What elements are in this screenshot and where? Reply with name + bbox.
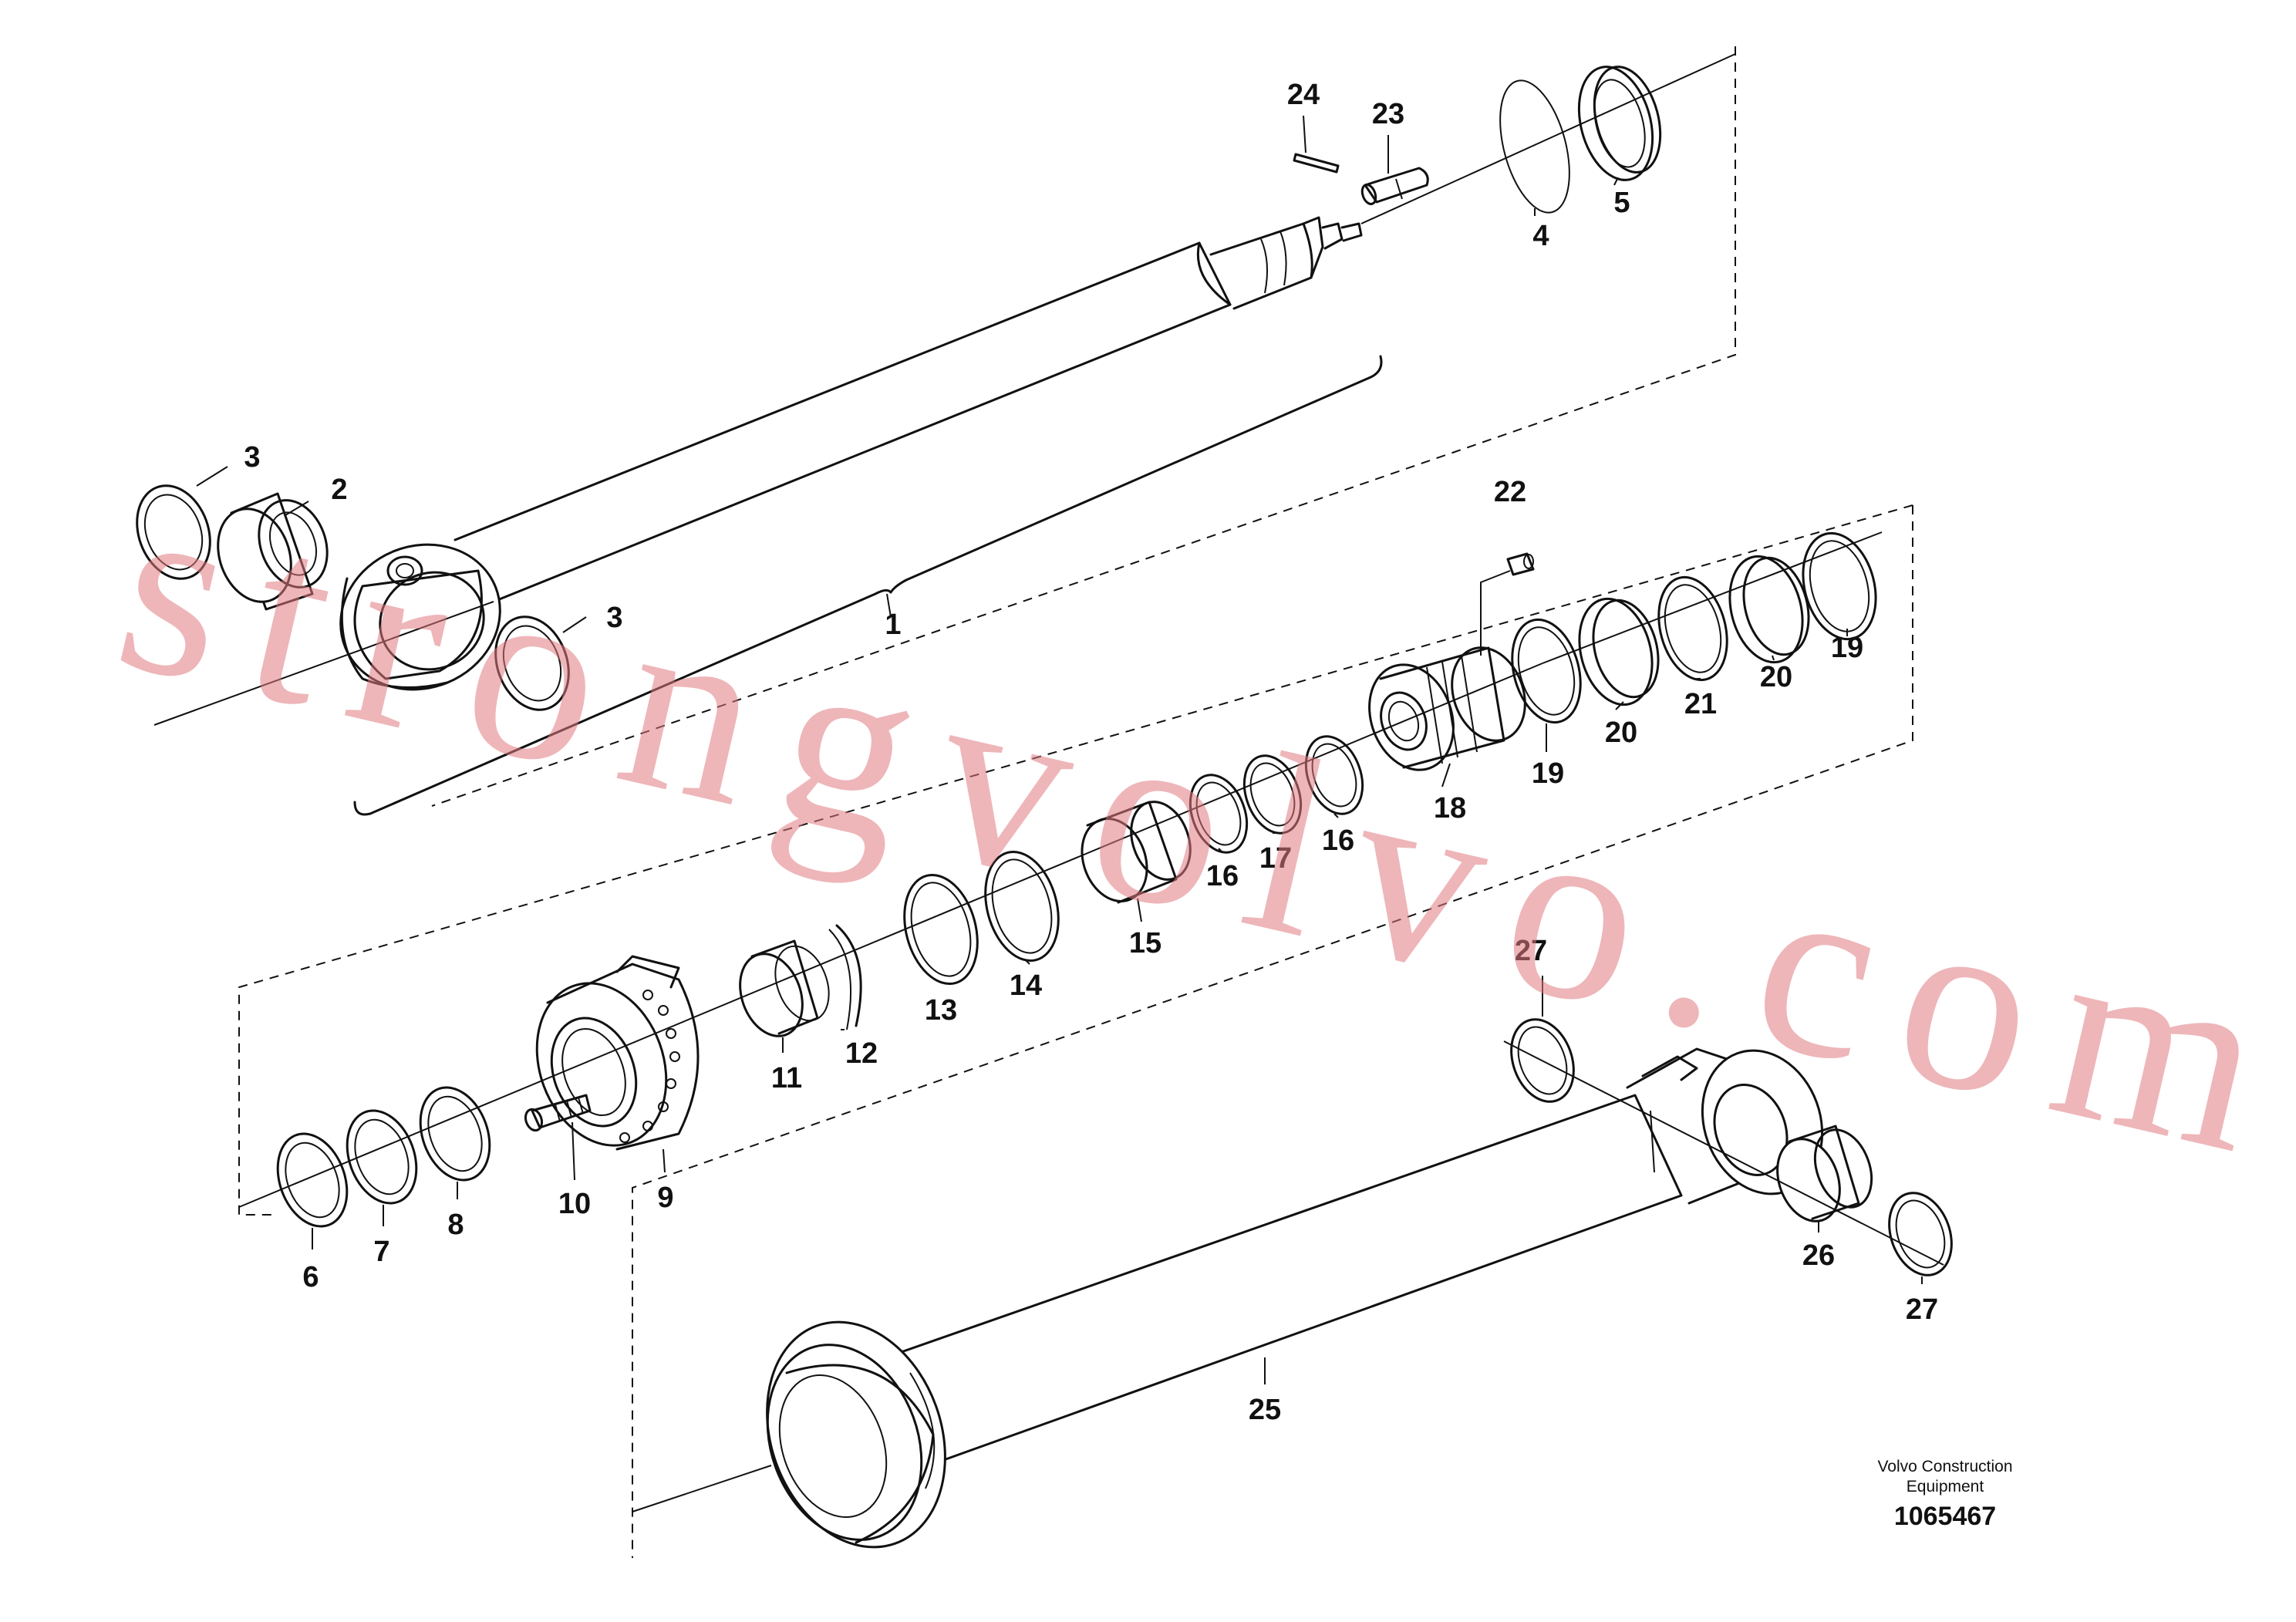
seal-8 (419, 1086, 491, 1182)
retaining-ring-4 (1499, 79, 1570, 214)
callout-5: 5 (1613, 187, 1630, 219)
bushing-11 (739, 939, 830, 1037)
seal-ring-3-right (494, 615, 570, 711)
piston-ring-19-b (1802, 531, 1877, 641)
cylinder-head-9 (535, 955, 700, 1151)
callout-13: 13 (925, 994, 957, 1027)
callout-19-right: 19 (1831, 632, 1863, 664)
group-frames (238, 46, 1913, 1558)
callout-26: 26 (1802, 1239, 1835, 1272)
callout-3-upper: 3 (244, 441, 260, 474)
callout-27-bottom: 27 (1906, 1293, 1938, 1326)
callout-leaders (196, 115, 1923, 1384)
stop-pin-23 (1360, 167, 1429, 206)
pin-24 (1293, 153, 1340, 174)
callout-27-top: 27 (1515, 935, 1547, 967)
maker-name-line1: Volvo Construction (1877, 1458, 2012, 1475)
seal-ring-3-left (136, 484, 211, 580)
axis-lines (153, 53, 1944, 1512)
watermark-text: strongvolvo.com (97, 440, 2288, 1206)
callout-2: 2 (331, 474, 347, 506)
callout-16-right: 16 (1322, 824, 1354, 857)
callout-11: 11 (771, 1062, 802, 1094)
ring-12 (828, 924, 862, 1030)
callout-16-left: 16 (1206, 860, 1239, 892)
callout-19-left: 19 (1532, 757, 1564, 790)
rod-eye-bushing (217, 492, 329, 611)
piston-ring-21 (1657, 575, 1728, 682)
set-screw-22 (1506, 552, 1535, 576)
callout-9: 9 (657, 1182, 673, 1214)
callout-20-right: 20 (1760, 661, 1792, 693)
callout-24: 24 (1287, 79, 1320, 111)
piston-ring-19-a (1511, 618, 1582, 724)
seal-ring-27-top (1510, 1018, 1575, 1103)
piston-ring-20-a (1578, 597, 1660, 706)
o-ring-16-a (1188, 774, 1249, 854)
callout-18: 18 (1434, 792, 1466, 824)
seal-ring-13 (903, 873, 979, 986)
cylinder-tube-25 (766, 1047, 1824, 1549)
callout-14: 14 (1010, 969, 1042, 1002)
callout-3-lower: 3 (606, 602, 622, 634)
callout-7: 7 (373, 1236, 389, 1268)
callout-8: 8 (447, 1209, 464, 1241)
callout-4: 4 (1532, 220, 1549, 252)
socket-bolt-10 (524, 1094, 592, 1132)
drawing-number: 1065467 (1894, 1502, 1996, 1531)
callout-20-left: 20 (1605, 717, 1637, 749)
callout-numbers: 1 2 3 3 4 5 6 7 8 9 10 11 12 13 14 15 16… (244, 79, 1938, 1426)
callout-10: 10 (558, 1188, 591, 1220)
seal-7 (346, 1109, 418, 1205)
o-ring-17 (1242, 754, 1303, 835)
callout-6: 6 (302, 1261, 319, 1293)
callout-12: 12 (845, 1037, 878, 1070)
base-bushing-26 (1776, 1125, 1873, 1222)
maker-name-line2: Equipment (1907, 1478, 1984, 1496)
seal-ring-14 (984, 850, 1060, 963)
seal-ring-27-bottom (1888, 1192, 1953, 1276)
callout-25: 25 (1249, 1394, 1281, 1426)
piston-rod (339, 216, 1383, 816)
callout-21: 21 (1684, 688, 1717, 720)
callout-1: 1 (885, 609, 901, 641)
o-ring-16-b (1304, 735, 1364, 815)
callout-17: 17 (1259, 842, 1292, 875)
spacer-15 (1081, 801, 1192, 904)
callout-23: 23 (1372, 98, 1404, 130)
wiper-ring-5 (1577, 66, 1662, 181)
callout-22: 22 (1494, 476, 1526, 508)
callout-15: 15 (1129, 927, 1161, 959)
seal-6 (276, 1132, 349, 1228)
title-block: Volvo Construction Equipment 1065467 (1877, 1458, 2012, 1531)
